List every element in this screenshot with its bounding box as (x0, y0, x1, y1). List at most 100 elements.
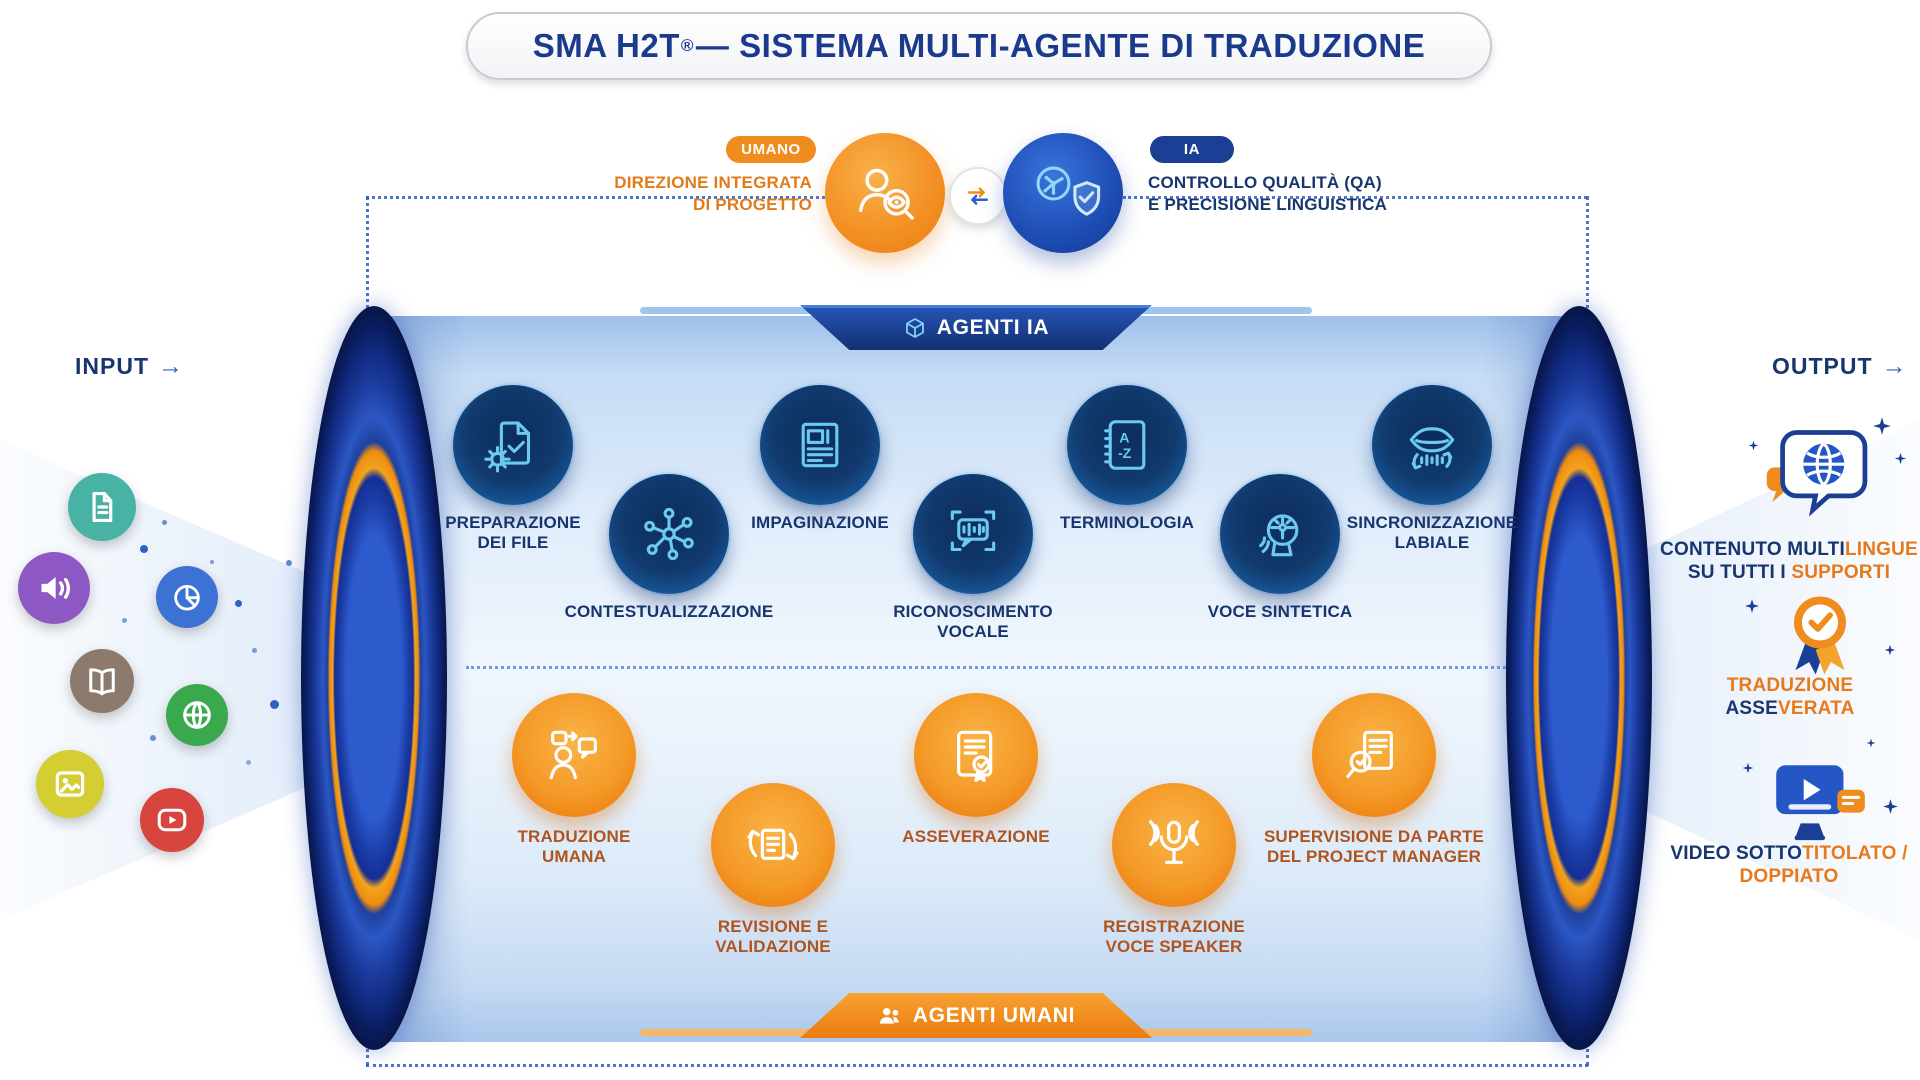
svg-text:-Z: -Z (1118, 446, 1132, 462)
output-text-segment: TRADUZIONE (1726, 675, 1854, 696)
registered-mark: ® (680, 36, 694, 55)
agent-label: TERMINOLOGIA (1059, 513, 1194, 532)
sparkle-icon (1748, 440, 1759, 451)
people-icon (877, 1003, 903, 1029)
agent-label: RICONOSCIMENTO VOCALE (893, 602, 1053, 642)
output-label: OUTPUT → (1772, 352, 1908, 381)
sparkle-icon (1872, 416, 1892, 436)
decor-dot (210, 560, 214, 564)
network-icon (638, 503, 700, 565)
sparkle-icon (1742, 762, 1754, 774)
sparkle-icon (1894, 452, 1907, 465)
output-item-label: VIDEO SOTTOTITOLATO / DOPPIATO (1660, 842, 1918, 888)
human-translation-icon (542, 723, 606, 787)
ia-badge: IA (1150, 136, 1234, 163)
subtitled-video-icon (1764, 750, 1874, 860)
decor-dot (162, 520, 167, 525)
certificate-seal-icon (944, 723, 1008, 787)
agent-label: IMPAGINAZIONE (751, 513, 889, 532)
agent-label: VOCE SINTETICA (1207, 602, 1353, 621)
decor-dot (252, 648, 257, 653)
output-text-segment: ASSE (1725, 698, 1779, 720)
agent-label: TRADUZIONE UMANA (517, 827, 631, 867)
speech-recognition-icon (942, 503, 1004, 565)
lip-sync-icon (1401, 414, 1463, 476)
agent-lip-sync (1372, 385, 1492, 505)
output-label-text: OUTPUT (1772, 353, 1873, 379)
agent-label: CONTESTUALIZZAZIONE (564, 602, 774, 621)
text-document-icon (83, 488, 121, 526)
decor-dot (140, 545, 148, 553)
microphone-icon (1142, 813, 1206, 877)
human-ai-exchange (949, 167, 1007, 225)
decor-dot (150, 735, 156, 741)
decor-dot (270, 700, 279, 709)
sparkle-icon (1866, 738, 1876, 748)
agent-label: SUPERVISIONE DA PARTE DEL PROJECT MANAGE… (1263, 827, 1485, 867)
agent-revision-validation (711, 783, 835, 907)
video-player-icon (154, 802, 190, 838)
agent-pm-supervision (1312, 693, 1436, 817)
umano-caption: DIREZIONE INTEGRATA DI PROGETTO (614, 173, 812, 214)
input-label-text: INPUT (75, 353, 149, 379)
supervision-magnifier-icon (1342, 723, 1406, 787)
svg-text:A: A (1119, 430, 1129, 446)
file-gear-icon (482, 414, 544, 476)
connector-top-right (1123, 196, 1587, 199)
output-text-segment: CONTENUTO MULTI (1660, 539, 1845, 560)
image-icon (51, 765, 89, 803)
agent-layout (760, 385, 880, 505)
page-title: SMA H2T® — SISTEMA MULTI-AGENTE DI TRADU… (466, 12, 1492, 80)
agent-voice-recording (1112, 783, 1236, 907)
input-book (70, 649, 134, 713)
multilingual-content-icon (1762, 423, 1876, 537)
title-brand: SMA H2T (532, 27, 680, 64)
person-magnifier-icon (848, 156, 922, 230)
title-rest: — SISTEMA MULTI-AGENTE DI TRADUZIONE (695, 27, 1426, 64)
exchange-arrows-icon (963, 181, 993, 211)
dictionary-icon: A -Z (1096, 414, 1158, 476)
output-text-segment: LINGUE (1844, 539, 1918, 560)
agent-label: REVISIONE E VALIDAZIONE (715, 917, 831, 957)
agenti-ia-banner: AGENTI IA (800, 305, 1152, 350)
cylinder-left-rim (301, 306, 447, 1050)
umano-badge: UMANO (726, 136, 816, 163)
book-icon (84, 663, 120, 699)
output-text-segment: DOPPIATO (1739, 866, 1839, 888)
human-direction-hub (825, 133, 945, 253)
output-text-segment: TITOLATO / (1802, 843, 1908, 864)
sparkle-icon (1744, 598, 1760, 614)
ia-caption: CONTROLLO QUALITÀ (QA) E PRECISIONE LING… (1148, 173, 1388, 214)
output-text-segment: VERATA (1778, 698, 1855, 720)
input-video (140, 788, 204, 852)
input-ray (0, 440, 310, 920)
decor-dot (122, 618, 127, 623)
pie-chart-icon (170, 580, 204, 614)
output-text-segment: VIDEO SOTTO (1670, 843, 1803, 864)
agent-terminology: A -Z (1067, 385, 1187, 505)
connector-top-left (366, 196, 825, 199)
input-image (36, 750, 104, 818)
cylinder-right-rim (1506, 306, 1652, 1050)
agent-speech-recognition (913, 474, 1033, 594)
ai-brain-shield-icon (1025, 155, 1101, 231)
agent-contextualization (609, 474, 729, 594)
decor-dot (246, 760, 251, 765)
input-arrow-icon: → (158, 352, 184, 380)
input-audio (18, 552, 90, 624)
sparkle-icon (1882, 798, 1899, 815)
agent-certification (914, 693, 1038, 817)
cube-icon (903, 316, 927, 340)
output-item-label: TRADUZIONE ASSEVERATA (1690, 674, 1890, 720)
agenti-ia-banner-label: AGENTI IA (936, 315, 1050, 339)
output-text-segment: SU TUTTI I (1687, 562, 1792, 584)
revision-cycle-icon (741, 813, 805, 877)
output-item-label: CONTENUTO MULTILINGUE SU TUTTI I SUPPORT… (1660, 538, 1918, 584)
connector-bottom (366, 1064, 1588, 1067)
output-arrow-icon: → (1881, 352, 1908, 380)
globe-icon (179, 697, 215, 733)
ai-qa-hub (1003, 133, 1123, 253)
agent-label: REGISTRAZIONE VOCE SPEAKER (1103, 917, 1245, 957)
output-text-segment: SUPPORTI (1791, 562, 1891, 584)
